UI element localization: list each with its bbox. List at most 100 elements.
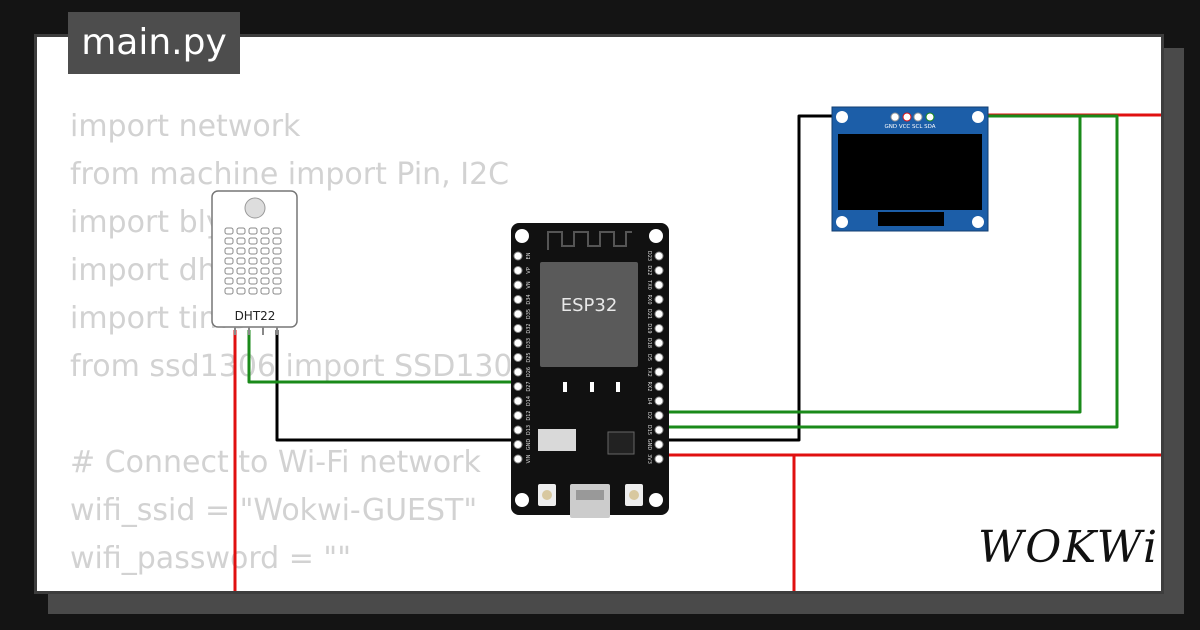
code-line: from machine import Pin, I2C — [70, 157, 510, 192]
grille-slot — [248, 287, 258, 295]
grille-slot — [272, 227, 282, 235]
pin-hole[interactable] — [654, 295, 664, 304]
pin-label: TX2 — [646, 366, 652, 377]
pin-hole[interactable] — [513, 367, 523, 377]
grille-slot — [248, 277, 258, 285]
pin-label: D34 — [526, 294, 532, 304]
right-pin-header: D23D22TX0RX0D21D19D18D5TX2RX2D4D2D15GND3… — [646, 251, 664, 464]
pin-label: D12 — [526, 410, 532, 420]
grille-slot — [224, 287, 234, 295]
pin-label: D5 — [646, 354, 652, 361]
pin-hole[interactable] — [513, 411, 523, 420]
pin-label: EN — [526, 252, 532, 259]
pin-hole[interactable] — [654, 440, 664, 449]
pin-hole[interactable] — [513, 454, 523, 464]
pin-hole[interactable] — [654, 353, 664, 362]
grille-slot — [248, 227, 258, 235]
code-preview: import network from machine import Pin, I… — [70, 103, 532, 583]
pin-hole[interactable] — [513, 309, 523, 319]
grille-slot — [272, 257, 282, 265]
pin-hole[interactable] — [513, 382, 523, 391]
pin-label: D14 — [526, 396, 532, 406]
pin-hole[interactable] — [513, 295, 523, 304]
file-tab[interactable]: main.py — [68, 12, 240, 74]
pin-hole[interactable] — [513, 396, 523, 406]
pcb-antenna — [547, 231, 632, 250]
code-line: from ssd1306 import SSD1306 — [70, 349, 532, 384]
grille-slot — [272, 247, 282, 255]
pin-hole[interactable] — [654, 324, 664, 333]
pin-label: D13 — [526, 425, 532, 435]
esp32-board[interactable]: ESP32 ENVPVND34D35D32D33D25D26D27D14D12D… — [511, 223, 669, 518]
pin-hole[interactable] — [513, 324, 523, 333]
code-line: wifi_password = "" — [70, 541, 352, 576]
pin-hole[interactable] — [654, 266, 664, 275]
code-line: import network — [70, 109, 301, 144]
pin-hole[interactable] — [654, 425, 664, 435]
wire-green-dht-data — [247, 330, 518, 384]
pin-hole[interactable] — [654, 382, 664, 391]
pin-hole[interactable] — [513, 266, 523, 275]
left-pin-header: ENVPVND34D35D32D33D25D26D27D14D12D13GNDV… — [513, 251, 532, 464]
grille-slot — [248, 237, 258, 245]
sensor-label: DHT22 — [235, 309, 276, 323]
pin-hole[interactable] — [654, 309, 664, 319]
grille-slot — [248, 257, 258, 265]
esp32-chip — [540, 262, 638, 367]
pin-hole[interactable] — [654, 280, 664, 290]
pin-hole[interactable] — [654, 454, 664, 464]
usb-port — [570, 484, 610, 518]
pin-hole[interactable] — [654, 251, 664, 261]
pin-label: VIN — [526, 454, 532, 463]
pin-label: D32 — [526, 323, 532, 333]
ssd1306-oled-display[interactable]: GND VCC SCL SDA — [831, 106, 989, 232]
pin-hole[interactable] — [513, 353, 523, 362]
pin-hole[interactable] — [513, 425, 523, 435]
pin-label: D27 — [526, 381, 532, 391]
grille-slot — [224, 257, 234, 265]
pin-label: D19 — [646, 323, 652, 333]
grille-slot — [272, 287, 282, 295]
pin-label: D25 — [526, 352, 532, 362]
grille-slot — [260, 287, 270, 295]
pin-hole[interactable] — [513, 338, 523, 348]
pin-hole[interactable] — [513, 280, 523, 290]
pin-label: VN — [526, 281, 532, 288]
grille-slot — [260, 277, 270, 285]
pin-hole[interactable] — [654, 367, 664, 377]
grille-slot — [236, 277, 246, 285]
grille-slot — [236, 237, 246, 245]
grille-slot — [224, 237, 234, 245]
pin-label: D26 — [526, 367, 532, 377]
usb-bridge-chip — [607, 431, 635, 455]
pin-label: VP — [526, 267, 532, 273]
pin-hole[interactable] — [654, 411, 664, 420]
pin-label: RX0 — [646, 294, 652, 304]
grille-slot — [260, 257, 270, 265]
pin-label: GND — [526, 439, 532, 451]
wire-black-dht-gnd — [275, 330, 518, 442]
pin-label: D33 — [526, 338, 532, 348]
grille-slot — [224, 227, 234, 235]
pin-hole[interactable] — [654, 338, 664, 348]
oled-screen — [838, 134, 982, 210]
pin-label: D23 — [646, 251, 652, 261]
grille-slot — [272, 277, 282, 285]
grille-slot — [260, 237, 270, 245]
pin-hole[interactable] — [654, 396, 664, 406]
pin-label: 3V3 — [646, 454, 652, 464]
grille-slot — [260, 227, 270, 235]
grille-slot — [236, 227, 246, 235]
grille-slot — [224, 247, 234, 255]
pin-label: D18 — [646, 338, 652, 348]
pin-label: D22 — [646, 265, 652, 275]
chip-label: ESP32 — [561, 295, 618, 316]
dht22-sensor[interactable]: DHT22 — [211, 190, 298, 335]
sensor-grille — [224, 227, 282, 295]
pin-label: GND — [646, 439, 652, 451]
pin-label: D2 — [646, 412, 652, 419]
pin-hole[interactable] — [513, 440, 523, 449]
pin-hole[interactable] — [513, 251, 523, 261]
voltage-regulator — [538, 429, 576, 451]
